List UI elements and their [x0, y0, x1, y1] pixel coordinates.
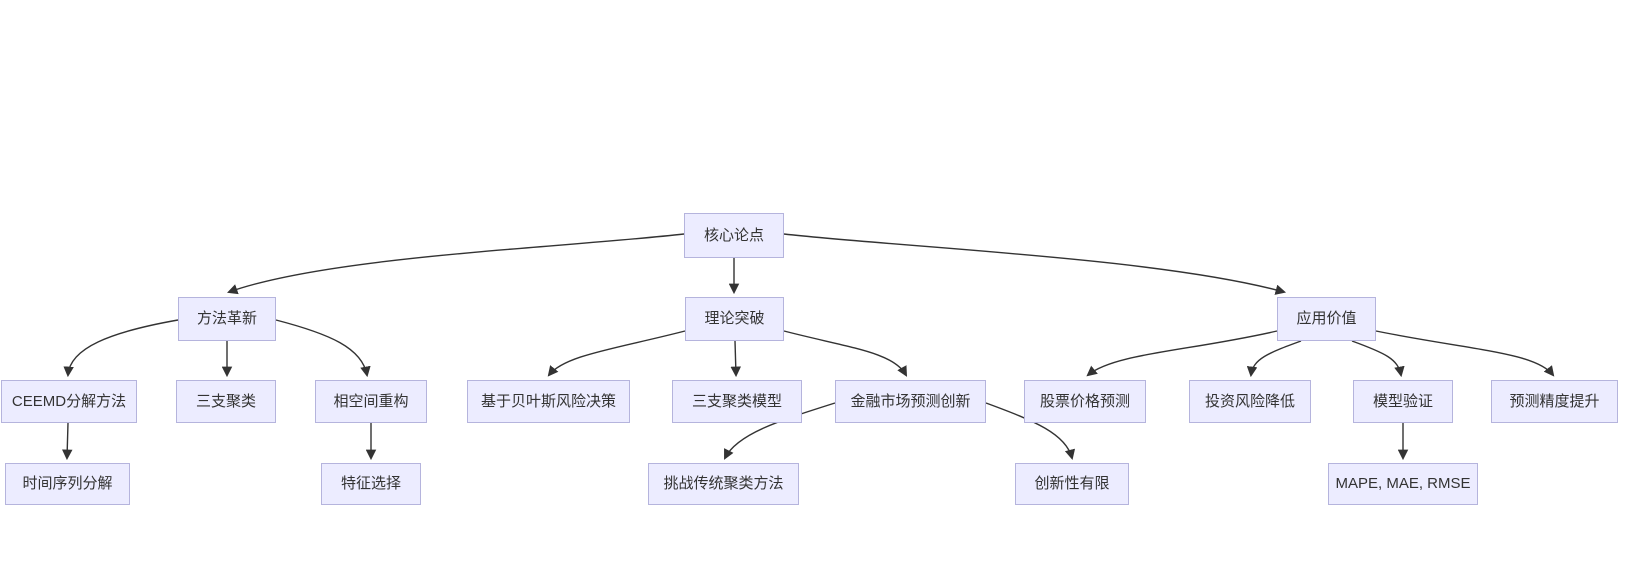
- node-label: 投资风险降低: [1204, 392, 1295, 410]
- edge-application-precision: [1375, 330, 1555, 377]
- edge-method-ceemd: [63, 319, 179, 378]
- node-label: 三支聚类: [195, 392, 256, 410]
- node-label: 相空间重构: [333, 392, 409, 410]
- node-model-validation: 模型验证: [1353, 380, 1453, 423]
- node-label: CEEMD分解方法: [11, 392, 127, 410]
- edge-ceemd-decomposition: [61, 422, 73, 461]
- edge-theory-twc-model: [730, 340, 742, 378]
- node-core-argument: 核心论点: [684, 213, 784, 258]
- node-label: 理论突破: [704, 310, 765, 327]
- node-investment-risk-reduction: 投资风险降低: [1189, 380, 1311, 423]
- node-theory-breakthrough: 理论突破: [685, 297, 784, 341]
- edge-theory-bayes: [547, 330, 686, 377]
- node-label: 金融市场预测创新: [850, 392, 971, 410]
- node-label: 模型验证: [1372, 392, 1433, 410]
- edge-core-method: [227, 233, 685, 295]
- node-label: MAPE, MAE, RMSE: [1335, 475, 1471, 492]
- node-time-series-decomposition: 时间序列分解: [5, 463, 130, 505]
- node-label: 方法革新: [196, 310, 257, 327]
- node-label: 股票价格预测: [1039, 392, 1130, 410]
- node-stock-price-prediction: 股票价格预测: [1024, 380, 1146, 423]
- node-ceemd-method: CEEMD分解方法: [1, 380, 137, 423]
- node-three-way-clustering-model: 三支聚类模型: [672, 380, 802, 423]
- node-label: 时间序列分解: [22, 475, 113, 492]
- node-label: 基于贝叶斯风险决策: [480, 392, 616, 410]
- node-method-innovation: 方法革新: [178, 297, 276, 341]
- node-three-way-clustering: 三支聚类: [176, 380, 276, 423]
- edge-core-application: [783, 233, 1287, 295]
- edge-application-validation: [1351, 340, 1405, 378]
- node-bayes-risk-decision: 基于贝叶斯风险决策: [467, 380, 630, 423]
- edge-method-phase-space: [275, 319, 371, 378]
- node-challenge-traditional-clustering: 挑战传统聚类方法: [648, 463, 799, 505]
- node-label: 挑战传统聚类方法: [663, 475, 784, 492]
- node-phase-space-reconstruction: 相空间重构: [315, 380, 427, 423]
- edge-application-risk: [1246, 340, 1302, 378]
- edge-theory-fin-innovation: [783, 330, 908, 377]
- node-label: 核心论点: [703, 226, 764, 244]
- node-application-value: 应用价值: [1277, 297, 1376, 341]
- node-label: 特征选择: [340, 475, 401, 492]
- edge-application-stock: [1086, 330, 1278, 377]
- node-prediction-precision-improvement: 预测精度提升: [1491, 380, 1618, 423]
- node-label: 创新性有限: [1034, 475, 1110, 492]
- node-financial-market-innovation: 金融市场预测创新: [835, 380, 986, 423]
- node-feature-selection: 特征选择: [321, 463, 421, 505]
- node-limited-novelty: 创新性有限: [1015, 463, 1129, 505]
- node-label: 预测精度提升: [1509, 392, 1600, 410]
- node-label: 三支聚类模型: [691, 392, 782, 410]
- node-label: 应用价值: [1296, 310, 1357, 327]
- node-error-metrics: MAPE, MAE, RMSE: [1328, 463, 1478, 505]
